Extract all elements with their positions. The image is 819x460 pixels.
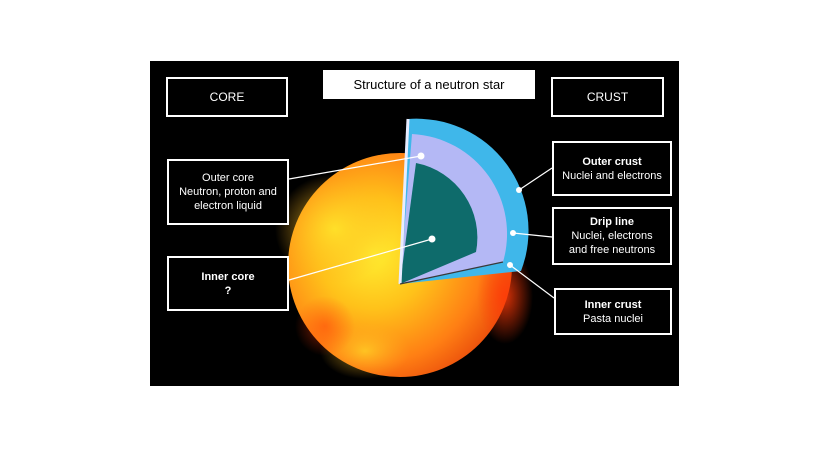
outer-core-desc-1: Neutron, proton and: [179, 186, 277, 198]
inner-core-label: Inner core ?: [167, 256, 289, 311]
inner-crust-marker: [507, 262, 513, 268]
diagram-panel: Structure of a neutron star CORE CRUST O…: [150, 61, 679, 386]
neutron-star-illustration: [275, 118, 555, 379]
crust-header: CRUST: [551, 77, 664, 117]
outer-crust-desc: Nuclei and electrons: [562, 169, 662, 182]
leader-lines: [288, 155, 555, 299]
outer-core-marker: [417, 152, 425, 160]
outer-core-label: Outer core Neutron, proton and electron …: [167, 159, 289, 225]
crust-header-text: CRUST: [586, 90, 629, 104]
cutaway-wedge: [398, 118, 529, 285]
diagram-title: Structure of a neutron star: [323, 70, 535, 99]
outer-crust-title: Outer crust: [582, 155, 642, 168]
drip-line-label: Drip line Nuclei, electrons and free neu…: [552, 207, 672, 265]
inner-core-marker: [428, 235, 436, 243]
inner-core-desc: ?: [224, 284, 232, 297]
drip-line-desc-2: and free neutrons: [568, 244, 656, 256]
outer-crust-label: Outer crust Nuclei and electrons: [552, 141, 672, 196]
outer-core-title: Outer core: [202, 172, 254, 184]
drip-line-desc-1: Nuclei, electrons: [571, 230, 653, 242]
core-header: CORE: [166, 77, 288, 117]
drip-line-title: Drip line: [589, 216, 634, 228]
drip-line-marker: [510, 230, 516, 236]
inner-crust-desc: Pasta nuclei: [583, 312, 643, 325]
inner-core-title: Inner core: [201, 270, 255, 283]
outer-core-desc-2: electron liquid: [194, 200, 262, 212]
outer-crust-marker: [516, 187, 522, 193]
core-header-text: CORE: [209, 90, 245, 104]
inner-crust-title: Inner crust: [584, 298, 642, 311]
inner-crust-label: Inner crust Pasta nuclei: [554, 288, 672, 335]
